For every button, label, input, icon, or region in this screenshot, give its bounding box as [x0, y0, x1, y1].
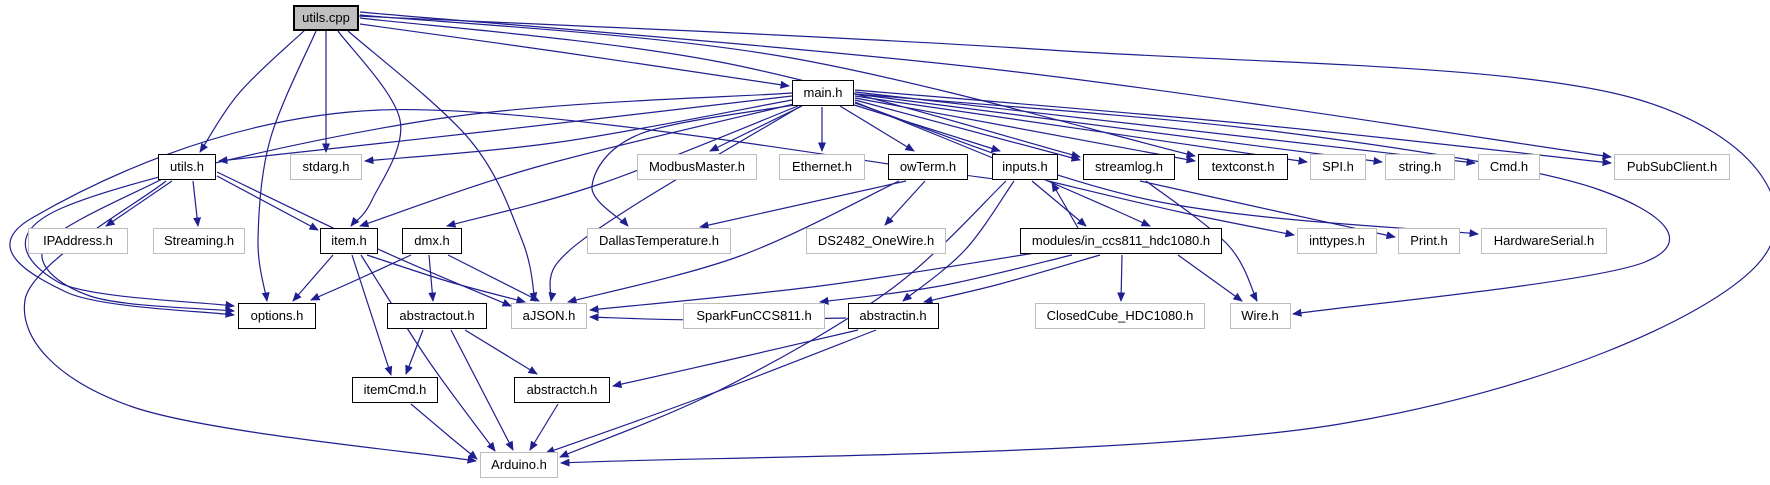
- graph-node-utils-cpp[interactable]: utils.cpp: [293, 5, 359, 31]
- graph-node-cmd-h[interactable]: Cmd.h: [1478, 154, 1540, 180]
- edge-abstractin-h-to-arduino-h: [545, 329, 877, 454]
- graph-node-ethernet-h[interactable]: Ethernet.h: [779, 154, 865, 180]
- edge-inputs-h-to-arduino-h: [559, 180, 1007, 458]
- edge-abstractch-h-to-arduino-h: [529, 403, 559, 451]
- edge-inputs-h-to-inttypes-h: [1047, 180, 1295, 238]
- edge-dmx-h-to-ajson-h: [447, 254, 540, 302]
- edge-utils-cpp-to-options-h: [257, 30, 317, 302]
- edge-owterm-h-to-dallastemperature-h: [699, 180, 907, 230]
- graph-node-textconst-h[interactable]: textconst.h: [1198, 154, 1288, 180]
- edge-main-h-to-utils-h: [218, 95, 793, 165]
- edge-dmx-h-to-abstractout-h: [428, 254, 437, 302]
- graph-node-stdarg-h[interactable]: stdarg.h: [290, 154, 362, 180]
- edge-item-h-to-arduino-h: [360, 254, 496, 452]
- edge-main-h-to-stdarg-h: [364, 99, 793, 165]
- graph-node-abstractin-h[interactable]: abstractin.h: [847, 303, 939, 329]
- graph-node-abstractout-h[interactable]: abstractout.h: [387, 303, 487, 329]
- graph-node-hardwareserial-h[interactable]: HardwareSerial.h: [1481, 228, 1607, 254]
- edge-utils-cpp-to-item-h: [337, 30, 402, 227]
- edge-utils-h-to-streaming-h: [192, 180, 202, 227]
- graph-node-wire-h[interactable]: Wire.h: [1229, 303, 1291, 329]
- edge-main-h-to-dmx-h: [446, 105, 799, 228]
- graph-node-main-h[interactable]: main.h: [792, 80, 854, 106]
- edge-modules-in-ccs811-hdc1080-h-to-ajson-h: [589, 252, 1036, 314]
- edge-utils-cpp-to-streamlog-h: [359, 17, 1081, 159]
- graph-node-spi-h[interactable]: SPI.h: [1310, 154, 1366, 180]
- edge-main-h-to-options-h: [24, 92, 793, 309]
- graph-node-item-h[interactable]: item.h: [320, 228, 378, 254]
- edge-main-h-to-item-h: [359, 103, 795, 228]
- edge-owterm-h-to-ajson-h: [567, 180, 900, 304]
- edge-utils-cpp-to-pubsubclient-h: [359, 11, 1612, 160]
- edge-main-h-to-spi-h: [854, 95, 1308, 165]
- edge-utils-cpp-to-main-h: [359, 23, 790, 89]
- graph-node-pubsubclient-h[interactable]: PubSubClient.h: [1614, 154, 1730, 180]
- graph-node-options-h[interactable]: options.h: [238, 303, 316, 329]
- graph-node-itemcmd-h[interactable]: itemCmd.h: [352, 377, 438, 403]
- edge-modules-in-ccs811-hdc1080-h-to-closedcube-hdc1080-h: [1117, 254, 1126, 302]
- edge-utils-h-to-ipaddress-h: [105, 180, 173, 227]
- edge-item-h-to-options-h: [292, 254, 334, 302]
- edge-utils-h-to-item-h: [216, 175, 319, 231]
- edge-inputs-h-to-modules-in-ccs811-hdc1080-h: [1031, 180, 1087, 227]
- graph-node-ajson-h[interactable]: aJSON.h: [511, 303, 587, 329]
- edge-abstractout-h-to-arduino-h: [450, 329, 514, 451]
- edge-item-h-to-itemcmd-h: [351, 254, 393, 376]
- graph-node-abstractch-h[interactable]: abstractch.h: [514, 377, 610, 403]
- edge-main-h-to-modbusmaster-h: [709, 105, 803, 152]
- edge-inputs-h-to-options-h: [9, 108, 996, 318]
- edge-utils-cpp-to-ajson-h: [347, 30, 538, 302]
- graph-node-arduino-h[interactable]: Arduino.h: [480, 452, 558, 478]
- graph-node-inttypes-h[interactable]: inttypes.h: [1297, 228, 1377, 254]
- edge-utils-h-to-ajson-h: [216, 171, 512, 307]
- edge-utils-h-to-options-h: [41, 178, 235, 315]
- graph-node-ds2482-onewire-h[interactable]: DS2482_OneWire.h: [806, 228, 946, 254]
- graph-node-ipaddress-h[interactable]: IPAddress.h: [28, 228, 128, 254]
- edge-main-h-to-wire-h: [854, 93, 1671, 317]
- edge-modules-in-ccs811-hdc1080-h-to-sparkfunccs811-h: [819, 254, 1073, 305]
- edge-main-h-to-string-h: [854, 93, 1383, 165]
- edge-utils-cpp-to-utils-h: [199, 29, 306, 153]
- edge-itemcmd-h-to-arduino-h: [410, 403, 478, 460]
- graph-node-modules-in-ccs811-hdc1080-h[interactable]: modules/in_ccs811_hdc1080.h: [1020, 228, 1222, 254]
- edge-streamlog-h-to-wire-h: [1145, 180, 1258, 302]
- edge-main-h-to-textconst-h: [854, 97, 1196, 164]
- graph-node-streamlog-h[interactable]: streamlog.h: [1083, 154, 1175, 180]
- graph-node-streaming-h[interactable]: Streaming.h: [153, 228, 245, 254]
- edge-modules-in-ccs811-hdc1080-h-to-wire-h: [1177, 254, 1243, 302]
- graph-node-modbusmaster-h[interactable]: ModbusMaster.h: [637, 154, 757, 180]
- edge-item-h-to-ajson-h: [366, 254, 526, 304]
- edge-abstractout-h-to-itemcmd-h: [405, 329, 424, 375]
- edge-utils-cpp-to-textconst-h: [359, 14, 1196, 158]
- edge-main-h-to-cmd-h: [854, 91, 1476, 167]
- edge-main-h-to-inputs-h: [850, 103, 1001, 153]
- edge-modules-in-ccs811-hdc1080-h-to-abstractin-h: [923, 254, 1101, 304]
- edge-owterm-h-to-ds2482-onewire-h: [884, 180, 926, 226]
- graph-node-inputs-h[interactable]: inputs.h: [992, 154, 1058, 180]
- graph-node-string-h[interactable]: string.h: [1385, 154, 1455, 180]
- graph-node-dmx-h[interactable]: dmx.h: [402, 228, 462, 254]
- edge-main-h-to-owterm-h: [839, 105, 915, 152]
- graph-node-owterm-h[interactable]: owTerm.h: [888, 154, 968, 180]
- edge-main-h-to-dallastemperature-h: [591, 104, 795, 227]
- edge-abstractin-h-to-abstractch-h: [612, 329, 859, 389]
- edge-main-h-to-ajson-h: [548, 105, 802, 302]
- edge-main-h-to-pubsubclient-h: [854, 89, 1612, 167]
- graph-node-dallastemperature-h[interactable]: DallasTemperature.h: [587, 228, 731, 254]
- edge-main-h-to-streamlog-h: [854, 99, 1081, 162]
- edge-modules-in-ccs811-hdc1080-h-to-inputs-h: [1051, 182, 1079, 229]
- graph-node-sparkfunccs811-h[interactable]: SparkFunCCS811.h: [683, 303, 825, 329]
- graph-node-closedcube-hdc1080-h[interactable]: ClosedCube_HDC1080.h: [1035, 303, 1205, 329]
- graph-node-utils-h[interactable]: utils.h: [158, 154, 216, 180]
- edge-utils-cpp-to-arduino-h: [358, 15, 1770, 467]
- graph-node-print-h[interactable]: Print.h: [1398, 228, 1460, 254]
- edge-abstractout-h-to-abstractch-h: [464, 329, 538, 375]
- edge-dmx-h-to-options-h: [310, 254, 412, 301]
